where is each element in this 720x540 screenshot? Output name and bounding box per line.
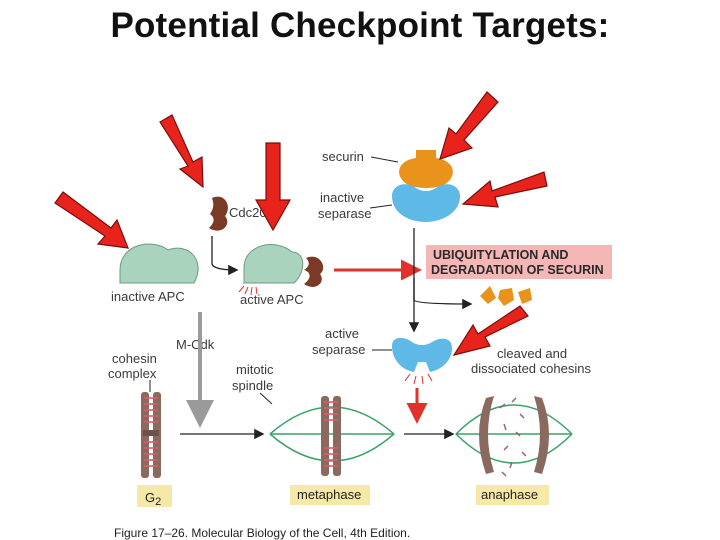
mcdk-label: M-Cdk [176, 337, 215, 352]
inactive-apc-label: inactive APC [111, 289, 185, 304]
active-separase-label-1: active [325, 326, 359, 341]
figure-caption: Figure 17–26. Molecular Biology of the C… [114, 526, 410, 540]
checkpoint-target-arrows [54, 91, 548, 356]
anaphase-chromatids [479, 396, 549, 474]
inactive-separase-label-2: separase [318, 206, 371, 221]
slide-title: Potential Checkpoint Targets: [110, 6, 610, 45]
target-arrow-active-apc [254, 142, 292, 232]
inactive-separase-shape [392, 184, 460, 222]
metaphase-label: metaphase [297, 487, 361, 502]
anaphase-phase-box [476, 485, 549, 505]
target-arrow-inactive-separase [461, 171, 548, 208]
target-arrow-cdc20 [159, 114, 204, 189]
inactive-separase-label-1: inactive [320, 190, 364, 205]
cleaved-cohesin-bits [499, 397, 527, 477]
g2-phase-box [137, 485, 172, 507]
separase-pointer [369, 204, 393, 209]
spindle-label-1: mitotic [236, 362, 274, 377]
target-arrow-securin [439, 91, 499, 160]
securin-pointer [370, 156, 399, 163]
target-arrow-active-separase [452, 305, 529, 356]
cleaved-label-2: dissociated cohesins [471, 361, 591, 376]
anaphase-label: anaphase [481, 487, 538, 502]
active-apc-shape [243, 244, 304, 284]
spindle-pointer [259, 392, 273, 405]
inactive-apc-shape [119, 243, 199, 284]
cleaved-label-1: cleaved and [497, 346, 567, 361]
banner-line-1: UBIQUITYLATION AND [433, 248, 568, 262]
ubiquitylation-banner [426, 245, 612, 279]
active-separase-label-2: separase [312, 342, 365, 357]
cdc20-to-apc-arrow [211, 236, 239, 276]
metaphase-phase-box [290, 485, 370, 505]
metaphase-spindle [269, 406, 395, 462]
active-apc-cdc20 [304, 256, 324, 287]
active-apc-label: active APC [240, 292, 304, 307]
securin-label: securin [322, 149, 364, 164]
target-arrow-inactive-apc [54, 191, 129, 249]
cohesin-label-1: cohesin [112, 351, 157, 366]
anaphase-spindle [455, 404, 573, 464]
cdc20-shape [209, 196, 228, 231]
metaphase-chromosome [321, 396, 341, 476]
cdc20-label: Cdc20 [229, 205, 267, 220]
g2-label: G2 [145, 490, 161, 508]
cohesin-label-2: complex [108, 366, 157, 381]
separase-to-fragments-arrow [413, 278, 473, 310]
securin-fragments [480, 286, 532, 306]
g2-chromosome [141, 392, 161, 478]
active-separase-shape [392, 337, 452, 372]
spindle-label-2: spindle [232, 378, 273, 393]
banner-line-2: DEGRADATION OF SECURIN [431, 263, 604, 277]
separase-sparks [404, 373, 433, 385]
ubiquitin-marks [238, 285, 258, 296]
